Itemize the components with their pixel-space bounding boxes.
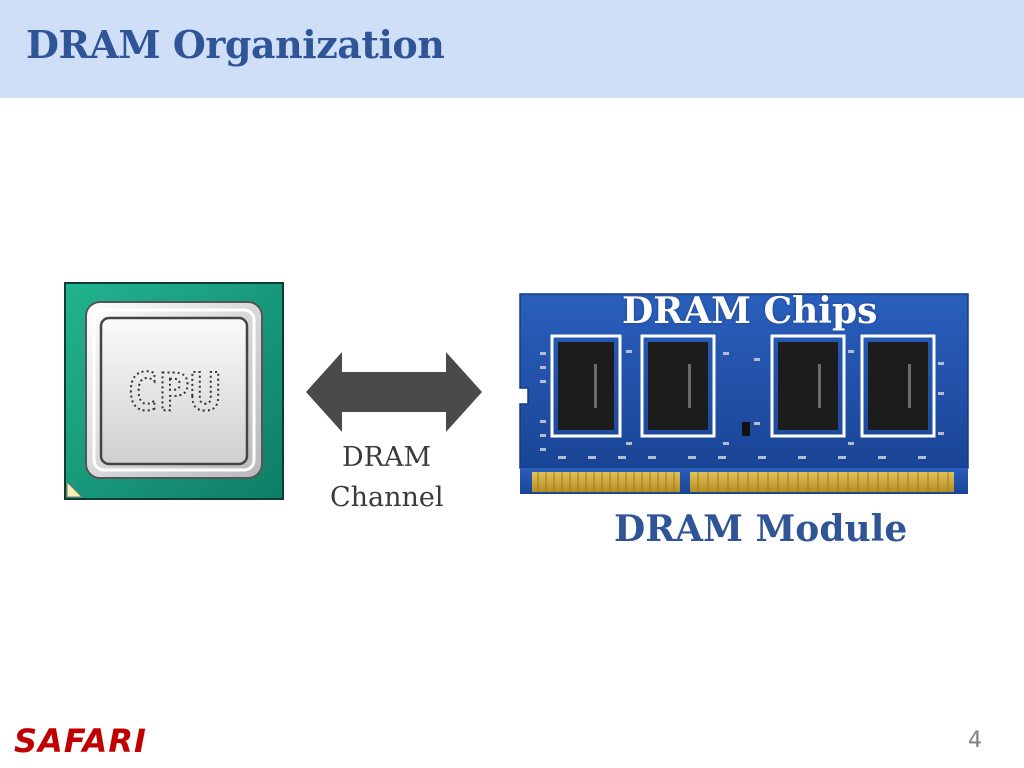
dram-chips-label: DRAM Chips [622, 290, 878, 332]
page-number: 4 [968, 728, 982, 753]
cpu-chip-icon: CPU [64, 282, 284, 500]
double-arrow-icon [306, 352, 482, 432]
channel-label-line2: Channel [330, 482, 444, 513]
dram-channel-label: DRAM Channel [330, 438, 460, 518]
svg-text:CPU: CPU [127, 363, 221, 423]
dram-module-label: DRAM Module [614, 508, 908, 550]
title-bar: DRAM Organization [0, 0, 1024, 98]
slide-title: DRAM Organization [26, 22, 445, 67]
gold-contacts [532, 472, 954, 492]
dram-chips [550, 334, 936, 438]
channel-label-line1: DRAM [342, 442, 432, 473]
cpu-dot-text: CPU [126, 362, 222, 424]
safari-logo: SAFARI [14, 722, 147, 760]
dram-module-image [519, 293, 969, 494]
